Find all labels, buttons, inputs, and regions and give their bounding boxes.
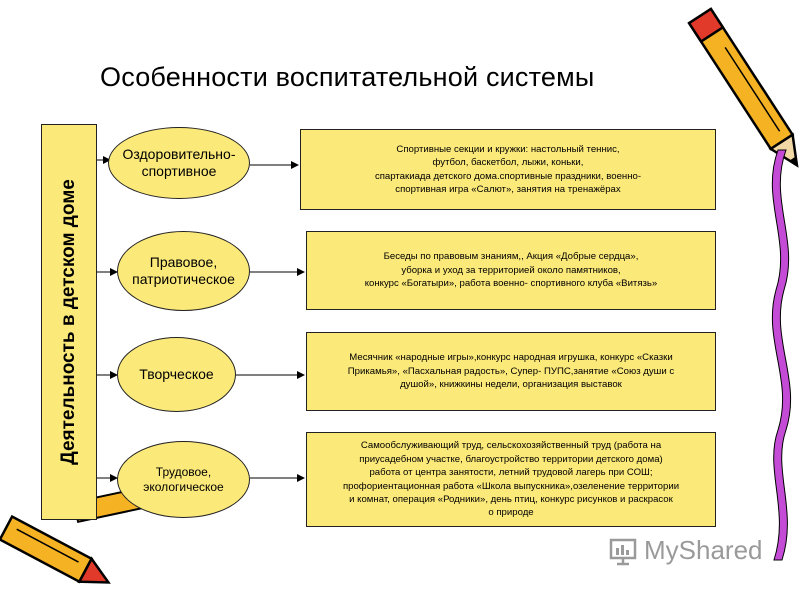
watermark-logo: MyShared — [608, 535, 763, 566]
category-oval-health: Оздоровительно- спортивное — [108, 127, 250, 199]
description-text: Самообслуживающий труд, сельскохозяйстве… — [342, 440, 680, 519]
side-category-bar: Деятельность в детском доме — [41, 124, 97, 520]
watermark-text: MyShared — [644, 535, 763, 565]
description-box-health: Спортивные секции и кружки: настольный т… — [300, 129, 716, 210]
description-box-labor: Самообслуживающий труд, сельскохозяйстве… — [306, 432, 716, 527]
description-box-creative: Месячник «народные игры»,конкурс народна… — [306, 332, 716, 411]
pink-ribbon-icon — [771, 149, 792, 561]
description-text: Беседы по правовым знаниям,, Акция «Добр… — [364, 251, 658, 290]
side-label: Деятельность в детском доме — [58, 179, 79, 465]
category-label: Оздоровительно- спортивное — [122, 145, 236, 180]
page-title: Особенности воспитательной системы — [100, 62, 595, 92]
category-oval-creative: Творческое — [117, 337, 236, 412]
description-box-law: Беседы по правовым знаниям,, Акция «Добр… — [306, 231, 716, 310]
pencil-bottom-icon — [0, 514, 111, 584]
category-oval-labor: Трудовое, экологическое — [117, 441, 250, 518]
chart-logo-icon — [609, 538, 637, 565]
description-text: Спортивные секции и кружки: настольный т… — [374, 143, 642, 195]
category-label: Трудовое, экологическое — [143, 464, 224, 494]
pencil-top-icon — [687, 7, 799, 168]
category-oval-law: Правовое, патриотическое — [117, 231, 250, 311]
category-label: Правовое, патриотическое — [132, 253, 235, 288]
category-label: Творческое — [139, 365, 214, 382]
description-text: Месячник «народные игры»,конкурс народна… — [347, 352, 675, 391]
